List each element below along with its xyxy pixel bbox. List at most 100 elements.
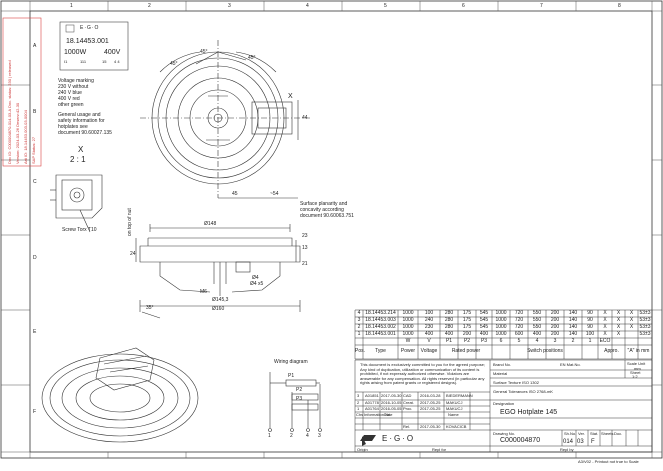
view-x-label: X xyxy=(288,93,293,100)
sh-no-label: Sh.No. xyxy=(564,431,577,436)
variant-cell: 1000 xyxy=(495,331,507,337)
people-cell: 2017-05-30 xyxy=(420,424,441,429)
stamp-line: Doc ID: C000004870-014-03-A Doc. status:… xyxy=(7,60,12,164)
voltage-marking-line: other green xyxy=(58,102,84,108)
voltage-marking-line: 240 V blue xyxy=(58,90,82,96)
rev-row: 1 xyxy=(357,406,360,411)
designation-label: Designation xyxy=(493,401,515,406)
unit-cell: 3 xyxy=(553,338,557,344)
rev-row: 2016-10-05 xyxy=(381,400,402,405)
voltage-marking-line: 230 V without xyxy=(58,84,89,90)
variant-cell: X xyxy=(616,331,621,337)
dim-145: Ø145,3 xyxy=(212,297,229,303)
variant-cell: X xyxy=(616,310,621,316)
people-cell: MAKUCJ xyxy=(446,406,463,411)
frame-row-label: A xyxy=(33,43,37,49)
general-note-line: General usage and xyxy=(58,112,101,118)
variant-cell: X xyxy=(603,310,607,316)
unit-cell: 6 xyxy=(499,338,503,344)
variant-cell: 18.14453.214 xyxy=(365,310,396,316)
dim-23: 23 xyxy=(302,233,308,239)
en-mat-label: EN Mat.No. xyxy=(560,362,581,367)
dim-54: ~54 xyxy=(270,191,279,197)
variant-cell: 53±3 xyxy=(639,317,651,323)
variant-header: "A" in mm xyxy=(627,348,650,354)
variant-cell: 100 xyxy=(585,331,595,337)
variant-cell: 3 xyxy=(357,317,361,323)
variant-cell: X xyxy=(629,310,634,316)
unit-cell: P2 xyxy=(463,338,471,344)
variant-cell: 53±3 xyxy=(639,331,651,337)
variant-cell: 280 xyxy=(444,317,454,323)
variant-cell: 53±3 xyxy=(639,310,651,316)
variant-cell: 1000 xyxy=(402,317,414,323)
wiring-label: P3 xyxy=(296,396,303,402)
variant-header: Switch positions xyxy=(527,348,563,354)
variant-cell: X xyxy=(603,331,607,337)
variant-cell: 140 xyxy=(568,310,578,316)
variant-cell: 720 xyxy=(514,310,524,316)
rev-header: Date xyxy=(384,412,393,417)
dim-44: 44 xyxy=(302,115,308,121)
variant-cell: 600 xyxy=(514,331,524,337)
dim-4x5: Ø4 x5 xyxy=(250,281,264,287)
variant-cell: 545 xyxy=(479,310,489,316)
rev-row: 2 xyxy=(357,400,360,405)
general-note-line: safety information for xyxy=(58,118,105,124)
variant-cell: 4 xyxy=(357,310,361,316)
people-cell: Proc. xyxy=(403,406,413,411)
unit-cell: V xyxy=(427,338,431,344)
people-cell: KOVACICB xyxy=(446,424,467,429)
dim-4: Ø4 xyxy=(252,275,259,281)
unit-cell: 2 xyxy=(571,338,575,344)
variant-header: Rated power xyxy=(451,348,481,354)
dim-35: 35° xyxy=(146,305,154,311)
brand-no-label: Brand No. xyxy=(493,362,512,367)
people-cell: Rel. xyxy=(403,424,411,429)
frame-row-label: E xyxy=(33,329,37,335)
nameplate-code: I1 xyxy=(64,59,68,64)
screw-label: Screw Torx T10 xyxy=(62,227,97,233)
ver-label: Ver. xyxy=(578,431,585,436)
variant-cell: 100 xyxy=(424,310,434,316)
variant-cell: 1000 xyxy=(495,317,507,323)
variant-cell: X xyxy=(603,317,607,323)
variant-cell: 90 xyxy=(587,317,593,323)
frame-column-label: 2 xyxy=(148,3,151,9)
variant-cell: X xyxy=(616,324,621,330)
frame-column-label: 7 xyxy=(540,3,543,9)
unit-cell: P3 xyxy=(480,338,488,344)
dim-148: Ø148 xyxy=(204,221,217,227)
drawing-no-value: C000004870 xyxy=(500,437,541,444)
nameplate-part: 18.14453.001 xyxy=(66,38,109,45)
nameplate-voltage: 400V xyxy=(104,49,121,56)
variant-header: Pos. xyxy=(355,348,366,354)
frame-column-label: 8 xyxy=(618,3,621,9)
nameplate-logo: E·G·O xyxy=(80,25,100,31)
variant-cell: 400 xyxy=(444,331,454,337)
nameplate-power: 1000W xyxy=(64,49,87,56)
people-cell: 2017-05-25 xyxy=(420,400,441,405)
tolerance-label: General Tolerances ISO 2768-mK xyxy=(493,389,553,394)
general-note-line: hotplates see xyxy=(58,124,88,130)
sh-no-value: 014 xyxy=(563,439,574,445)
ver-value: 03 xyxy=(577,439,584,445)
people-cell: 2016-03-28 xyxy=(420,393,441,398)
rev-row: 3 xyxy=(357,393,360,398)
variant-cell: 200 xyxy=(550,310,560,316)
variant-cell: 140 xyxy=(568,317,578,323)
variant-cell: 200 xyxy=(550,317,560,323)
sheet-scale-value: 1:2 xyxy=(632,374,638,379)
sheet-scale-label: Sheet xyxy=(630,370,641,375)
dim-160: Ø160 xyxy=(212,306,225,312)
dim-m6: M6 xyxy=(200,289,207,295)
frame-column-label: 5 xyxy=(384,3,387,9)
frame-column-label: 3 xyxy=(228,3,231,9)
variant-cell: 175 xyxy=(462,324,472,330)
people-cell: 2017-05-25 xyxy=(420,406,441,411)
variant-cell: 90 xyxy=(587,324,593,330)
repl-for-label: Repl for xyxy=(432,447,447,452)
variant-cell: 200 xyxy=(462,331,472,337)
variant-cell: 720 xyxy=(514,324,524,330)
